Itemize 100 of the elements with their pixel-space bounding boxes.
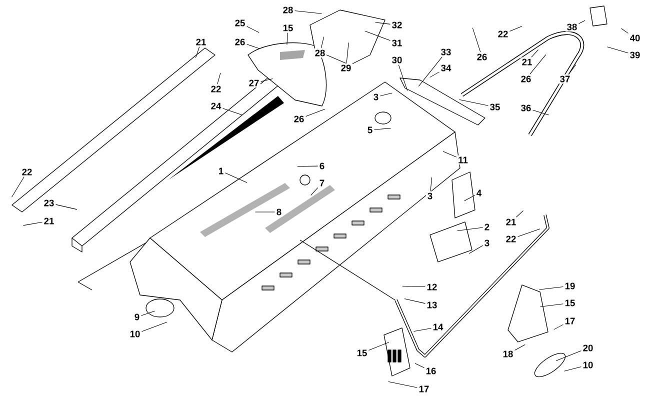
callout-number: 25: [233, 18, 247, 28]
leader-line: [388, 381, 418, 388]
leader-line: [568, 64, 576, 74]
callout-number: 34: [439, 63, 453, 73]
callout-number: 19: [563, 281, 577, 291]
leader-line: [530, 54, 546, 74]
leader-line: [418, 56, 442, 87]
leader-line: [556, 350, 582, 362]
leader-line: [375, 22, 390, 24]
callout-number: 35: [488, 102, 502, 112]
leader-line: [297, 166, 318, 167]
leader-line: [374, 128, 391, 130]
leader-line: [457, 227, 484, 232]
callout-number: 21: [520, 57, 534, 67]
callout-number: 32: [390, 20, 404, 30]
callout-number: 12: [425, 282, 439, 292]
callout-number: 28: [281, 5, 295, 15]
leader-line: [11, 176, 24, 198]
leader-line: [413, 328, 432, 332]
callout-number: 21: [504, 217, 518, 227]
callout-number: 29: [339, 63, 353, 73]
callout-number: 38: [565, 22, 579, 32]
leader-line: [306, 108, 326, 117]
leader-line: [540, 304, 564, 308]
callout-number: 40: [628, 33, 642, 43]
callout-number: 26: [519, 74, 533, 84]
callout-number: 1: [217, 166, 225, 176]
callout-number: 36: [519, 103, 533, 113]
leader-line: [222, 108, 242, 116]
leader-line: [606, 46, 628, 54]
leader-line: [404, 298, 426, 304]
callout-number: 26: [292, 114, 306, 124]
leader-line: [531, 49, 539, 58]
callout-number: 22: [496, 29, 510, 39]
callout-number: 21: [194, 37, 208, 47]
callout-number: 14: [431, 322, 445, 332]
leader-line: [140, 310, 156, 316]
callout-number: 13: [425, 300, 439, 310]
leader-line: [294, 10, 322, 14]
callout-number: 9: [133, 312, 141, 322]
callout-number: 10: [128, 329, 142, 339]
leader-line: [564, 366, 582, 372]
callout-number: 33: [439, 47, 453, 57]
callout-number: 21: [42, 216, 56, 226]
callout-number: 39: [628, 50, 642, 60]
leader-line: [260, 78, 274, 82]
leader-line: [472, 28, 481, 52]
leader-line: [286, 32, 288, 45]
callout-number: 17: [563, 316, 577, 326]
callout-number: 23: [42, 198, 56, 208]
leader-line: [539, 286, 564, 290]
callout-number: 37: [558, 74, 572, 84]
callout-number: 18: [501, 349, 515, 359]
callout-number: 31: [390, 38, 404, 48]
leader-line: [514, 344, 526, 351]
leader-line: [414, 363, 424, 368]
callout-number: 26: [233, 37, 247, 47]
callout-number: 22: [209, 84, 223, 94]
leader-line: [246, 26, 260, 33]
leader-line: [217, 72, 221, 84]
leader-line: [554, 324, 564, 330]
leader-line: [224, 172, 248, 183]
leader-line: [468, 245, 484, 254]
leader-line: [402, 286, 426, 288]
callout-number: 15: [563, 298, 577, 308]
callout-number: 27: [247, 78, 261, 88]
callout-number: 15: [281, 23, 295, 33]
leader-line: [364, 30, 390, 41]
callout-number: 22: [20, 167, 34, 177]
leader-line: [346, 42, 349, 64]
leader-line: [195, 46, 200, 58]
leader-line: [516, 210, 524, 218]
leader-line: [368, 342, 390, 351]
leader-line: [430, 72, 440, 78]
leader-line: [578, 20, 586, 24]
leader-line: [464, 194, 476, 202]
callout-number: 17: [417, 384, 431, 394]
leader-line: [380, 92, 392, 96]
callout-number: 22: [504, 234, 518, 244]
leader-line: [442, 151, 457, 158]
callout-number: 16: [424, 366, 438, 376]
leader-line: [459, 99, 488, 106]
leader-line: [398, 64, 408, 91]
callout-number: 15: [355, 348, 369, 358]
leader-line: [518, 228, 540, 237]
leader-line: [532, 110, 550, 116]
leader-line: [246, 44, 260, 49]
leader-line: [23, 222, 42, 226]
callout-number: 3: [426, 191, 434, 201]
leader-line: [142, 322, 168, 332]
callout-number: 30: [390, 55, 404, 65]
leader-line: [310, 187, 318, 196]
leader-line: [510, 26, 522, 32]
callout-number: 11: [456, 155, 470, 165]
callout-number: 4: [475, 188, 483, 198]
leader-line: [320, 36, 324, 48]
callout-number: 24: [209, 101, 223, 111]
leader-line: [621, 28, 628, 34]
callout-number: 26: [475, 52, 489, 62]
callout-number: 20: [581, 343, 595, 353]
